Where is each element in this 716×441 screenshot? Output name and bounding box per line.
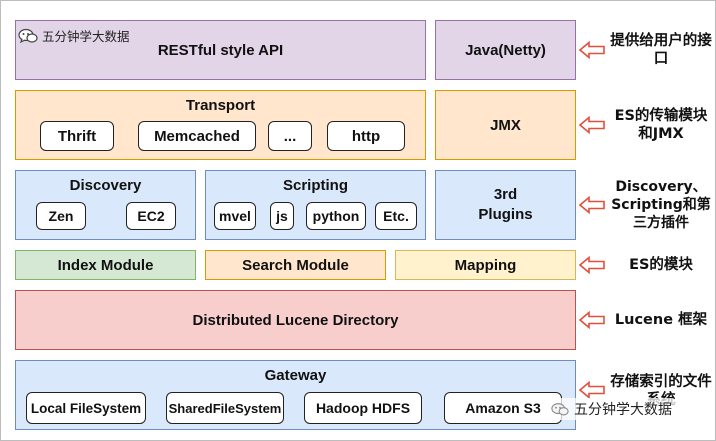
jmx-box: JMX [435, 90, 576, 160]
scripting-box: Scripting mvel js python Etc. [205, 170, 426, 240]
gateway-box: Gateway Local FileSystem SharedFileSyste… [15, 360, 576, 430]
gateway-item: Amazon S3 [444, 392, 562, 424]
transport-title: Transport [185, 97, 256, 114]
left-arrow-icon [579, 116, 605, 134]
transport-item: ... [268, 121, 312, 151]
transport-item: http [327, 121, 405, 151]
wechat-icon [551, 402, 569, 415]
note-modules: ES的模块 [629, 257, 693, 273]
logo: 五分钟学大数据 [18, 26, 130, 45]
restful-api-box: RESTful style API [15, 20, 426, 80]
left-arrow-icon [579, 256, 605, 274]
note-transport: ES的传输模块和JMX [614, 108, 708, 142]
left-arrow-icon [579, 381, 605, 399]
transport-item: Memcached [138, 121, 256, 151]
gateway-item: Hadoop HDFS [304, 392, 422, 424]
scripting-title: Scripting [282, 177, 348, 194]
discovery-item: EC2 [126, 202, 176, 230]
plugins-box: 3rd Plugins [435, 170, 576, 240]
discovery-box: Discovery Zen EC2 [15, 170, 196, 240]
scripting-item: js [270, 202, 294, 230]
java-netty-label: Java(Netty) [465, 41, 546, 59]
scripting-item: Etc. [375, 202, 417, 230]
transport-box: Transport Thrift Memcached ... http [15, 90, 426, 160]
discovery-title: Discovery [69, 177, 142, 194]
gateway-item: Local FileSystem [26, 392, 146, 424]
scripting-item: mvel [214, 202, 256, 230]
gateway-item: SharedFileSystem [166, 392, 284, 424]
search-module-box: Search Module [205, 250, 386, 280]
note-plugins: Discovery、Scripting和第三方插件 [611, 179, 711, 231]
watermark: 五分钟学大数据 [548, 398, 675, 420]
watermark-text: 五分钟学大数据 [574, 401, 672, 417]
mapping-label: Mapping [454, 256, 517, 274]
restful-api-label: RESTful style API [157, 41, 284, 59]
jmx-label: JMX [490, 116, 521, 134]
lucene-label: Distributed Lucene Directory [192, 311, 399, 329]
logo-text: 五分钟学大数据 [42, 30, 130, 44]
transport-item: Thrift [40, 121, 114, 151]
mapping-box: Mapping [395, 250, 576, 280]
gateway-title: Gateway [264, 367, 327, 384]
lucene-box: Distributed Lucene Directory [15, 290, 576, 350]
left-arrow-icon [579, 41, 605, 59]
plugins-label: 3rd Plugins [478, 186, 533, 223]
note-lucene: Lucene 框架 [614, 312, 708, 328]
java-netty-box: Java(Netty) [435, 20, 576, 80]
left-arrow-icon [579, 311, 605, 329]
index-module-box: Index Module [15, 250, 196, 280]
scripting-item: python [306, 202, 366, 230]
discovery-item: Zen [36, 202, 86, 230]
left-arrow-icon [579, 196, 605, 214]
wechat-icon [18, 28, 38, 43]
note-api: 提供给用户的接口 [610, 33, 712, 67]
index-module-label: Index Module [57, 256, 154, 274]
search-module-label: Search Module [242, 256, 349, 274]
